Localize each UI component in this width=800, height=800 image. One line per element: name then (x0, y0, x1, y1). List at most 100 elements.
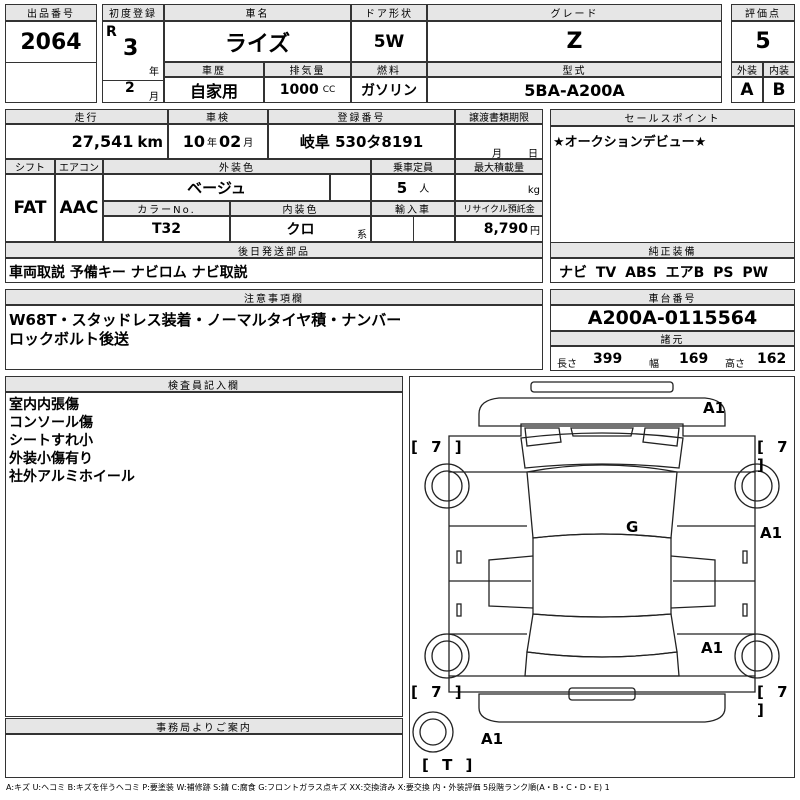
car-name-header: 車名 (164, 4, 351, 21)
wheel-rear-right (734, 633, 780, 679)
grade-value: Z (427, 21, 722, 62)
legend-footer: A:キズ U:ヘコミ B:キズを伴うヘコミ P:要塗装 W:補修跡 S:錆 C:… (6, 783, 610, 792)
equipment-header: 純正装備 (550, 242, 795, 258)
grille (570, 427, 634, 437)
transfer-day: 日 (528, 149, 538, 160)
damage-mark-a1-rear: A1 (701, 639, 724, 657)
wheel-front-right-inner (741, 470, 773, 502)
wheel-rear-right-inner (741, 640, 773, 672)
recycle-unit: 円 (530, 225, 540, 237)
tread-mark-rear-right: [ 7 ] (757, 683, 792, 719)
color-no-header: カラーNo. (103, 201, 230, 216)
exterior-value: A (731, 77, 763, 103)
shift-header: シフト (5, 159, 55, 174)
tread-mark-rear-left: [ 7 ] (411, 683, 466, 701)
front-bumper (478, 397, 726, 427)
ext-color-header: 外装色 (103, 159, 371, 174)
fuel-header: 燃料 (351, 62, 427, 77)
equipment-value: ナビ TV ABS エアB PS PW (559, 265, 769, 281)
import-header: 輸入車 (371, 201, 455, 216)
wheel-front-right (734, 463, 780, 509)
mileage-unit: km (137, 132, 163, 151)
max-load-unit: kg (527, 185, 540, 196)
height-value: 162 (757, 351, 787, 367)
transfer-month: 月 (492, 149, 502, 160)
int-color-cell: クロ 系 (230, 216, 371, 242)
car-name-value: ライズ (164, 21, 351, 62)
month-unit: 月 (149, 92, 159, 103)
int-color-unit: 系 (357, 230, 367, 241)
aircon-header: エアコン (55, 159, 103, 174)
front-fender-line (448, 423, 756, 473)
ext-color-value: ベージュ (103, 174, 330, 201)
caution-line-2: ロックボルト後送 (9, 330, 130, 348)
hood (520, 432, 684, 469)
headlight-left (524, 427, 562, 447)
displacement-cell: 1000 CC (264, 77, 351, 103)
side-body (448, 472, 756, 676)
sales-point-box: ★オークションデビュー★ (550, 126, 795, 243)
later-parts-header: 後日発送部品 (5, 242, 543, 258)
spare-wheel (412, 711, 454, 753)
wheel-front-left-inner (431, 470, 463, 502)
rear-window (526, 613, 678, 658)
interior-header: 内装 (763, 62, 795, 77)
chassis-header: 車台番号 (550, 289, 795, 305)
note-item: 社外アルミホイール (9, 469, 135, 485)
damage-mark-a1-right: A1 (760, 524, 783, 542)
insp-year-unit: 年 (207, 138, 217, 149)
capacity-cell: 5 人 (371, 174, 455, 201)
tread-mark-front-left: [ 7 ] (411, 438, 466, 456)
reg-no-header: 登録番号 (268, 109, 455, 124)
later-parts-value: 車両取説 予備キー ナビロム ナビ取説 (9, 265, 248, 281)
capacity-value: 5 (396, 178, 408, 197)
mileage-cell: 27,541 km (5, 124, 168, 159)
length-value: 399 (593, 351, 623, 367)
displacement-unit: CC (322, 85, 336, 95)
score-value: 5 (731, 21, 795, 62)
model-code-value: 5BA-A200A (427, 77, 722, 103)
wheel-front-left (424, 463, 470, 509)
later-parts-box: 車両取説 予備キー ナビロム ナビ取説 (5, 258, 543, 283)
max-load-cell: kg (455, 174, 543, 201)
handle-fr (742, 550, 748, 564)
year-unit: 年 (149, 67, 159, 78)
shift-value: FAT (5, 174, 55, 242)
tailgate (524, 651, 680, 677)
door-value: 5W (351, 21, 427, 62)
reg-no-value: 岐阜 530タ8191 (268, 124, 455, 159)
office-box (5, 734, 403, 778)
specs-box: 長さ 399 幅 169 高さ 162 (550, 346, 795, 371)
spare-wheel-inner (419, 718, 447, 746)
mileage-value: 27,541 (71, 132, 134, 151)
import-divider (413, 216, 414, 242)
first-reg-year: 3 (123, 36, 139, 61)
inspection-cell: 10 年 02 月 (168, 124, 268, 159)
first-reg-month: 2 (125, 80, 135, 96)
exterior-header: 外装 (731, 62, 763, 77)
era-value: R (106, 24, 117, 40)
recycle-cell: 8,790 円 (455, 216, 543, 242)
interior-value: B (763, 77, 795, 103)
handle-fl (456, 550, 462, 564)
height-label: 高さ (725, 359, 745, 370)
headlight-right (642, 427, 680, 447)
tread-mark-front-right: [ 7 ] (757, 438, 792, 474)
max-load-header: 最大積載量 (455, 159, 543, 174)
int-color-header: 内装色 (230, 201, 371, 216)
caution-line-1: W68T・スタッドレス装着・ノーマルタイヤ積・ナンバー (9, 311, 402, 329)
rear-plate (568, 687, 636, 701)
windshield (526, 464, 678, 539)
insp-month-unit: 月 (243, 138, 254, 149)
sales-point-header: セールスポイント (550, 109, 795, 126)
inspector-notes: 室内内張傷 コンソール傷 シートすれ小 外装小傷有り 社外アルミホイール (5, 392, 403, 717)
first-reg-box: R 3 年 2 月 (102, 21, 164, 103)
inspector-header: 検査員記入欄 (5, 376, 403, 392)
damage-mark-a1-bottom: A1 (481, 730, 504, 748)
equipment-box: ナビ TV ABS エアB PS PW (550, 258, 795, 283)
width-value: 169 (679, 351, 709, 367)
office-header: 事務局よりご案内 (5, 718, 403, 734)
tread-mark-spare: [ T ] (422, 756, 477, 774)
insp-month: 02 (219, 132, 242, 151)
damage-mark-a1-top: A1 (703, 399, 726, 417)
